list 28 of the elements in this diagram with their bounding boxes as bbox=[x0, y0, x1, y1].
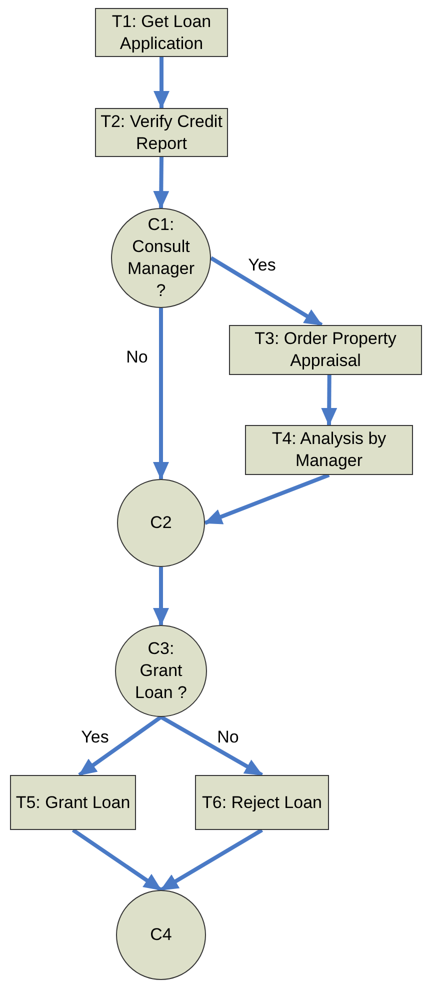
arrow bbox=[321, 374, 338, 426]
process-box bbox=[229, 325, 422, 375]
process-box bbox=[245, 425, 413, 475]
arrow bbox=[160, 828, 264, 892]
node-label: C4 bbox=[150, 924, 172, 946]
arrow bbox=[160, 715, 263, 777]
node-label: C1: Consult Manager ? bbox=[126, 214, 196, 302]
arrow bbox=[153, 156, 170, 209]
process-box bbox=[195, 775, 329, 830]
node-label: T1: Get Loan Application bbox=[110, 10, 212, 54]
node-label: C3: Grant Loan ? bbox=[134, 638, 188, 704]
node-label: C2 bbox=[150, 512, 172, 534]
node-label: T4: Analysis by Manager bbox=[270, 428, 388, 472]
arrow bbox=[154, 57, 170, 109]
arrow bbox=[153, 567, 169, 626]
arrow bbox=[210, 256, 323, 327]
node-label: T5: Grant Loan bbox=[16, 792, 130, 814]
node-label: T3: Order Property Appraisal bbox=[254, 328, 398, 372]
edge-label: Yes bbox=[79, 728, 111, 746]
arrow bbox=[78, 715, 162, 777]
process-box bbox=[10, 775, 136, 830]
arrow bbox=[72, 828, 162, 892]
arrow bbox=[153, 308, 169, 480]
process-box bbox=[95, 8, 228, 57]
edge-label: Yes bbox=[246, 256, 278, 274]
node-label: T2: Verify Credit Report bbox=[100, 110, 224, 154]
node-label: T6: Reject Loan bbox=[202, 792, 322, 814]
arrow bbox=[204, 473, 330, 525]
